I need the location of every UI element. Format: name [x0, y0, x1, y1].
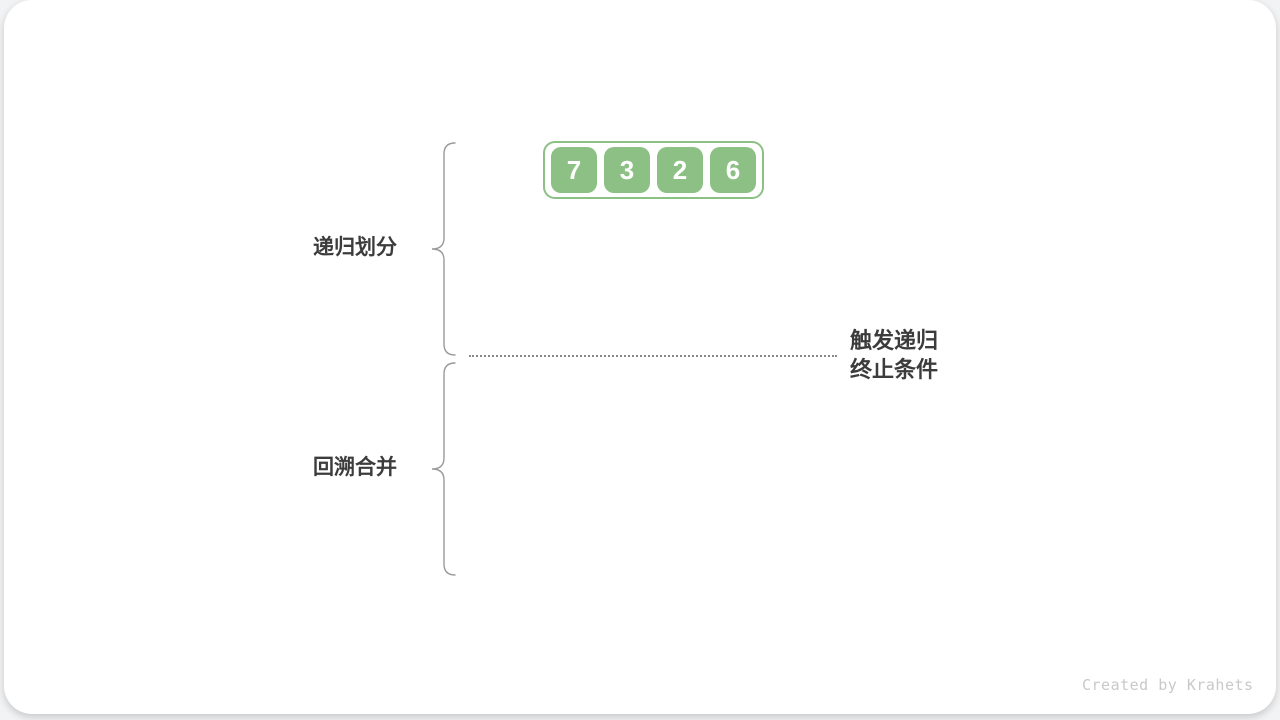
array-container: 7 3 2 6 [543, 141, 764, 199]
figure-card: 7 3 2 6 递归划分 触发递归 终止条件 回溯合并 Created by K… [4, 0, 1276, 714]
divide-label: 递归划分 [313, 236, 397, 259]
curly-brace-icon-divide [431, 142, 456, 356]
termination-label: 触发递归 终止条件 [850, 326, 938, 384]
termination-dotted-line [469, 355, 837, 357]
termination-label-line1: 触发递归 [850, 328, 939, 353]
array-cell: 3 [604, 147, 650, 193]
array-cell: 7 [551, 147, 597, 193]
array-cell: 6 [710, 147, 756, 193]
curly-brace-icon-merge [431, 362, 456, 576]
termination-label-line2: 终止条件 [850, 357, 939, 382]
merge-label: 回溯合并 [313, 456, 397, 479]
array-cell: 2 [657, 147, 703, 193]
credit-text: Created by Krahets [1082, 676, 1254, 694]
